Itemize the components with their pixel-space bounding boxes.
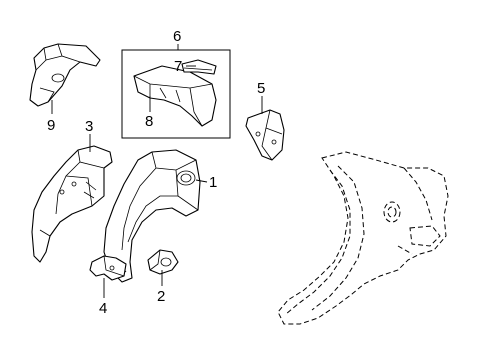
callout-5: 5 xyxy=(257,80,265,97)
callout-8: 8 xyxy=(145,113,153,130)
callout-2: 2 xyxy=(157,288,165,305)
callout-1: 1 xyxy=(209,174,217,191)
part-5-gusset xyxy=(245,109,285,161)
part-9-bracket xyxy=(29,43,101,107)
part-2-bracket xyxy=(147,249,179,275)
part-7-extension xyxy=(181,59,217,75)
part-3-inner-wheelhouse xyxy=(31,145,113,263)
leader-1 xyxy=(195,179,208,183)
part-4-bracket xyxy=(89,255,127,281)
callout-9: 9 xyxy=(47,117,55,134)
callout-4: 4 xyxy=(99,300,107,317)
quarter-panel-outline xyxy=(277,151,449,325)
callout-3: 3 xyxy=(85,118,93,135)
callout-6: 6 xyxy=(173,28,181,45)
callout-7: 7 xyxy=(174,58,182,75)
